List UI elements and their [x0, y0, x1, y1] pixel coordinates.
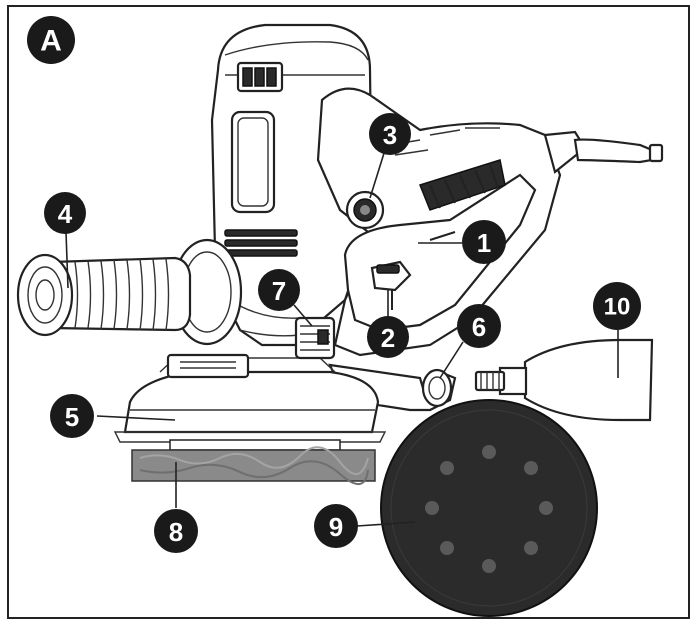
base-platen: [113, 353, 387, 443]
callout-8: 8: [154, 509, 198, 553]
figure-label: A: [40, 25, 62, 58]
sanding-disc: [380, 399, 598, 617]
callout-1-label: 1: [477, 228, 491, 258]
callout-3-label: 3: [383, 120, 397, 150]
callout-2-label: 2: [381, 323, 395, 353]
disc-holes: [425, 445, 553, 573]
rear-handle: [316, 87, 562, 357]
callout-5-label: 5: [65, 402, 79, 432]
side-handle: [16, 238, 243, 346]
callout-3: 3: [369, 113, 411, 155]
callout-7: 7: [258, 269, 300, 311]
callout-2: 2: [367, 316, 409, 358]
callout-8-label: 8: [169, 517, 183, 547]
callout-4-label: 4: [58, 199, 73, 229]
callout-4: 4: [44, 192, 86, 234]
sander-illustration: [16, 23, 664, 443]
callout-6-label: 6: [472, 312, 486, 342]
figure-label-badge: A: [27, 16, 75, 64]
callout-6: 6: [457, 304, 501, 348]
adapter-ribs: [474, 370, 506, 392]
callout-1: 1: [462, 220, 506, 264]
figure-frame: [7, 5, 690, 619]
side-handle-ribs: [74, 258, 170, 331]
dust-adapter: [474, 338, 654, 422]
callout-9-label: 9: [329, 512, 343, 542]
vents: [224, 229, 298, 257]
leader-lines: [65, 149, 619, 527]
sanding-sheet: [131, 439, 376, 485]
callout-9: 9: [314, 504, 358, 548]
callout-10: 10: [593, 282, 641, 330]
callout-10-label: 10: [604, 294, 631, 321]
speed-dial: [294, 316, 336, 360]
callout-7-label: 7: [272, 276, 286, 306]
callout-5: 5: [50, 394, 94, 438]
power-cord: [543, 130, 664, 174]
